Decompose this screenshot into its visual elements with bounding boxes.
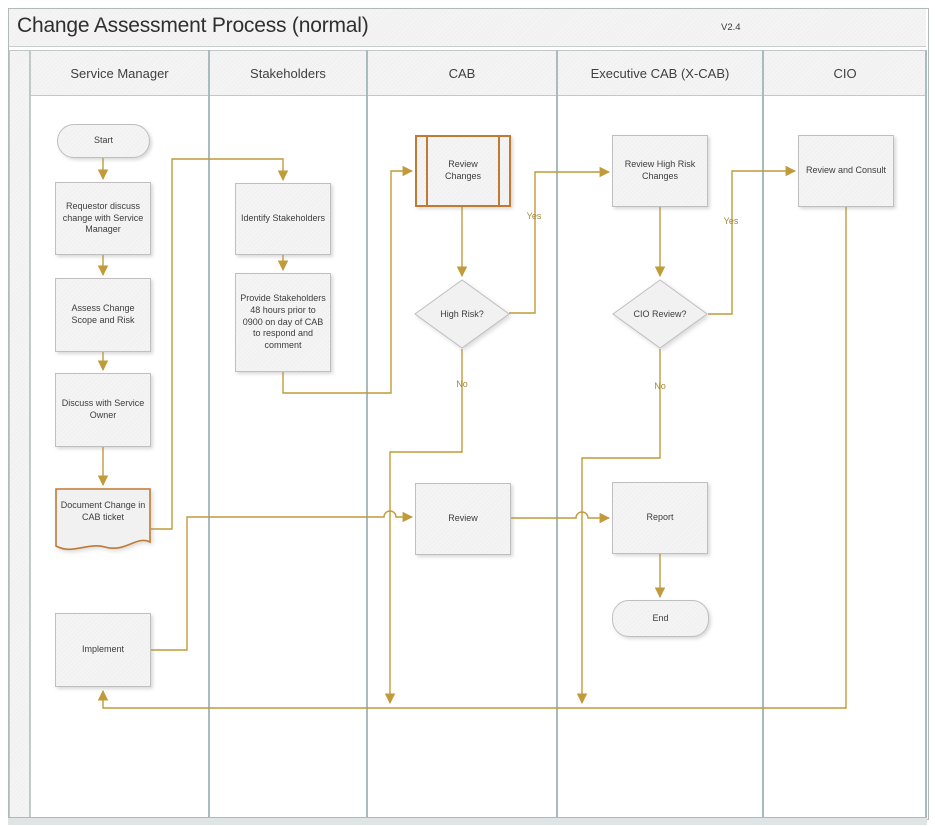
lane-label: CAB [448,65,476,81]
document-shape-outline [55,488,151,551]
shape-label: Implement [81,644,125,655]
label-cio-review-no: No [654,381,666,391]
predefined-right-bar [498,137,500,205]
bottom-band [8,818,927,825]
lane-border [556,50,558,818]
shape-label: Requestor discuss change with Service Ma… [62,200,144,235]
lane-header-stakeholders[interactable]: Stakeholders [209,50,367,96]
connector-high-risk-no [384,349,463,705]
process-provide-stakeholders[interactable]: Provide Stakeholders 48 hours prior to 0… [235,273,331,372]
lane-header-service-manager[interactable]: Service Manager [30,50,209,96]
predefined-left-bar [426,137,428,205]
decision-shape-outline [612,279,708,349]
version-label: V2.4 [721,22,741,33]
lane-label: Executive CAB (X-CAB) [590,65,730,81]
process-implement[interactable]: Implement [55,613,151,687]
lane-label: CIO [833,65,857,81]
lane-border [925,50,927,818]
connector-review-to-report [511,511,611,524]
lane-header-cio[interactable]: CIO [763,50,927,96]
decision-shape-outline [414,279,510,349]
shape-label: End [652,612,669,623]
terminator-end[interactable]: End [612,600,709,637]
shape-label: High Risk? [440,309,484,319]
decision-cio-review[interactable]: CIO Review? [612,279,708,349]
lane-border [30,96,31,818]
shape-label: Review and Consult [805,165,887,176]
shape-label: Review High Risk Changes [624,159,696,181]
label-high-risk-yes: Yes [526,211,542,221]
shape-label: CIO Review? [633,309,687,319]
label-cio-review-yes: Yes [723,216,739,226]
process-requestor-discuss[interactable]: Requestor discuss change with Service Ma… [55,182,151,255]
title-band: Change Assessment Process (normal) V2.4 [9,9,926,47]
decision-high-risk[interactable]: High Risk? [414,279,510,349]
lane-border [366,50,368,818]
connector-cio-review-yes [708,165,797,315]
shape-label: Identify Stakeholders [240,213,326,224]
connector-high-risk-yes [509,166,611,314]
connector-review-consult-to-implement [97,207,847,709]
process-report[interactable]: Report [612,482,708,554]
process-discuss-service-owner[interactable]: Discuss with Service Owner [55,373,151,447]
shape-label: Report [646,512,674,523]
shape-label: Assess Change Scope and Risk [71,303,135,325]
shape-label: Provide Stakeholders 48 hours prior to 0… [240,293,326,351]
shape-label: Review [448,513,478,524]
connector-document-to-identify [151,158,289,530]
connector-cio-review-no [576,349,661,705]
lane-border [762,50,764,818]
document-change-cab-ticket[interactable]: Document Change in CAB ticket [55,488,151,558]
process-identify-stakeholders[interactable]: Identify Stakeholders [235,183,331,255]
shape-label: Start [93,135,113,146]
connector-implement-to-review [151,510,414,651]
lane-border [208,50,210,818]
shape-label: Discuss with Service Owner [61,398,145,420]
swimlane-left-strip [9,50,30,818]
connector-provide-to-review-changes [282,165,414,394]
page-title: Change Assessment Process (normal) [17,14,369,37]
terminator-start[interactable]: Start [57,124,150,158]
lane-label: Service Manager [70,65,169,81]
predefined-process-review-changes[interactable]: Review Changes [415,135,511,207]
shape-label: Review Changes [444,159,482,181]
lane-label: Stakeholders [250,65,326,81]
process-review[interactable]: Review [415,483,511,555]
process-review-high-risk-changes[interactable]: Review High Risk Changes [612,135,708,207]
lane-header-executive-cab[interactable]: Executive CAB (X-CAB) [557,50,763,96]
process-assess-change[interactable]: Assess Change Scope and Risk [55,278,151,352]
label-high-risk-no: No [456,379,468,389]
shape-label: Document Change in CAB ticket [60,500,146,522]
process-review-and-consult[interactable]: Review and Consult [798,135,894,207]
